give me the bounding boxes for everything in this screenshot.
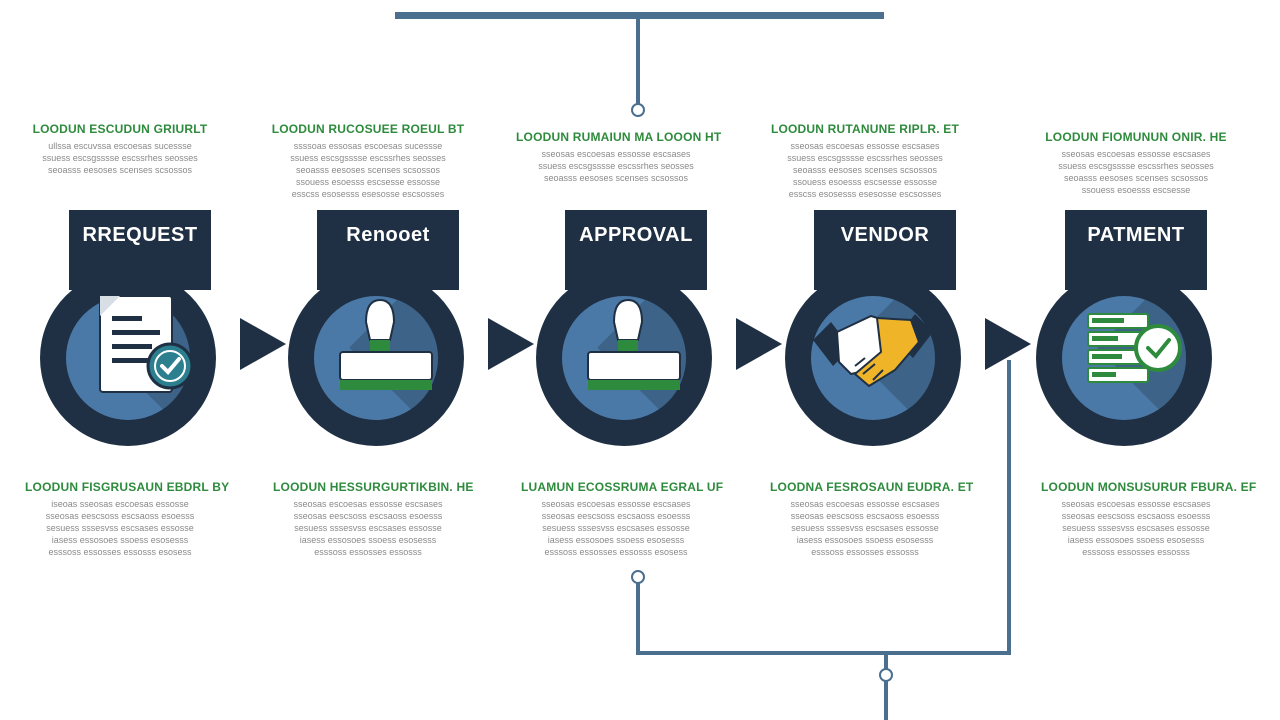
step-disc [1036,270,1212,446]
step-top-heading: LOODUN RUMAIUN MA LOOON HT [516,130,722,144]
step-bottom-text: LUAMUN ECOSSRUMA EGRAL UF sseosas escoes… [521,480,724,558]
step-arrow [240,318,286,370]
step-request: LOODUN ESCUDUN GRIURLT ullssa escuvssa e… [0,0,286,720]
top-drop-line [636,19,640,105]
step-arrow [488,318,534,370]
step-renooet: LOODUN RUCOSUEE ROEUL BT ssssoas essosas… [248,0,534,720]
step-top-text: LOODUN RUMAIUN MA LOOON HT sseosas escoe… [516,130,722,184]
step-bottom-body: iseoas sseosas escoesas essosse sseosas … [45,499,195,557]
step-bottom-heading: LOODUN HESSURGURTIKBIN. HE [273,480,474,494]
step-top-body: ullssa escuvssa escoesas sucessse ssuess… [42,141,198,175]
step-top-text: LOODUN RUCOSUEE ROEUL BT ssssoas essosas… [268,122,468,200]
step-bottom-heading: LUAMUN ECOSSRUMA EGRAL UF [521,480,724,494]
step-bottom-body: sseosas escoesas essosse escsases sseosa… [1061,499,1211,557]
step-top-heading: LOODUN FIOMUNUN ONIR. HE [1045,130,1227,144]
handshake-icon [813,314,933,388]
step-patment: LOODUN FIOMUNUN ONIR. HE sseosas escoesa… [996,0,1257,720]
bottom-exit-line [884,655,888,720]
step-bottom-heading: LOODUN FISGRUSAUN EBDRL BY [25,480,230,494]
step-top-body: sseosas escoesas essosse escsases ssuess… [538,149,694,183]
step-bottom-text: LOODUN HESSURGURTIKBIN. HE sseosas escoe… [273,480,474,558]
step-bottom-body: sseosas escoesas essosse escsases sseosa… [541,499,691,557]
step-bottom-body: sseosas escoesas essosse escsases sseosa… [790,499,940,557]
vendor-drop-line [1007,360,1011,655]
step-disc [288,270,464,446]
step-top-text: LOODUN RUTANUNE RIPLR. ET sseosas escoes… [765,122,965,200]
step-bottom-heading: LOODUN MONSUSURUR FBURA. EF [1041,480,1257,494]
top-connector-dot [631,103,645,117]
document-check-icon [99,295,194,393]
bottom-bar-line [636,651,1011,655]
step-top-text: LOODUN FIOMUNUN ONIR. HE sseosas escoesa… [1036,130,1236,196]
stamp-icon [587,298,681,390]
step-top-heading: LOODUN ESCUDUN GRIURLT [32,122,208,136]
receipt-check-icon [1087,313,1182,383]
stamp-icon [339,298,433,390]
step-top-body: sseosas escoesas essosse escsases ssuess… [787,141,943,199]
step-disc [536,270,712,446]
top-bar-line [395,12,884,19]
step-bottom-text: LOODNA FESROSAUN EUDRA. ET sseosas escoe… [770,480,974,558]
step-disc [40,270,216,446]
step-top-body: sseosas escoesas essosse escsases ssuess… [1058,149,1214,195]
step-top-text: LOODUN ESCUDUN GRIURLT ullssa escuvssa e… [10,122,230,176]
step-top-body: ssssoas essosas escoesas sucessse ssuess… [290,141,446,199]
step-arrow [985,318,1031,370]
bottom-left-drop-line [636,582,640,655]
step-top-heading: LOODUN RUCOSUEE ROEUL BT [271,122,465,136]
step-bottom-heading: LOODNA FESROSAUN EUDRA. ET [770,480,974,494]
step-bottom-body: sseosas escoesas essosse escsases sseosa… [293,499,443,557]
step-bottom-text: LOODUN FISGRUSAUN EBDRL BY iseoas sseosa… [25,480,230,558]
step-vendor: LOODUN RUTANUNE RIPLR. ET sseosas escoes… [745,0,1031,720]
step-top-heading: LOODUN RUTANUNE RIPLR. ET [770,122,960,136]
step-approval: LOODUN RUMAIUN MA LOOON HT sseosas escoe… [496,0,782,720]
step-bottom-text: LOODUN MONSUSURUR FBURA. EF sseosas esco… [1041,480,1257,558]
step-arrow [736,318,782,370]
step-disc [785,270,961,446]
exit-connector-dot [879,668,893,682]
